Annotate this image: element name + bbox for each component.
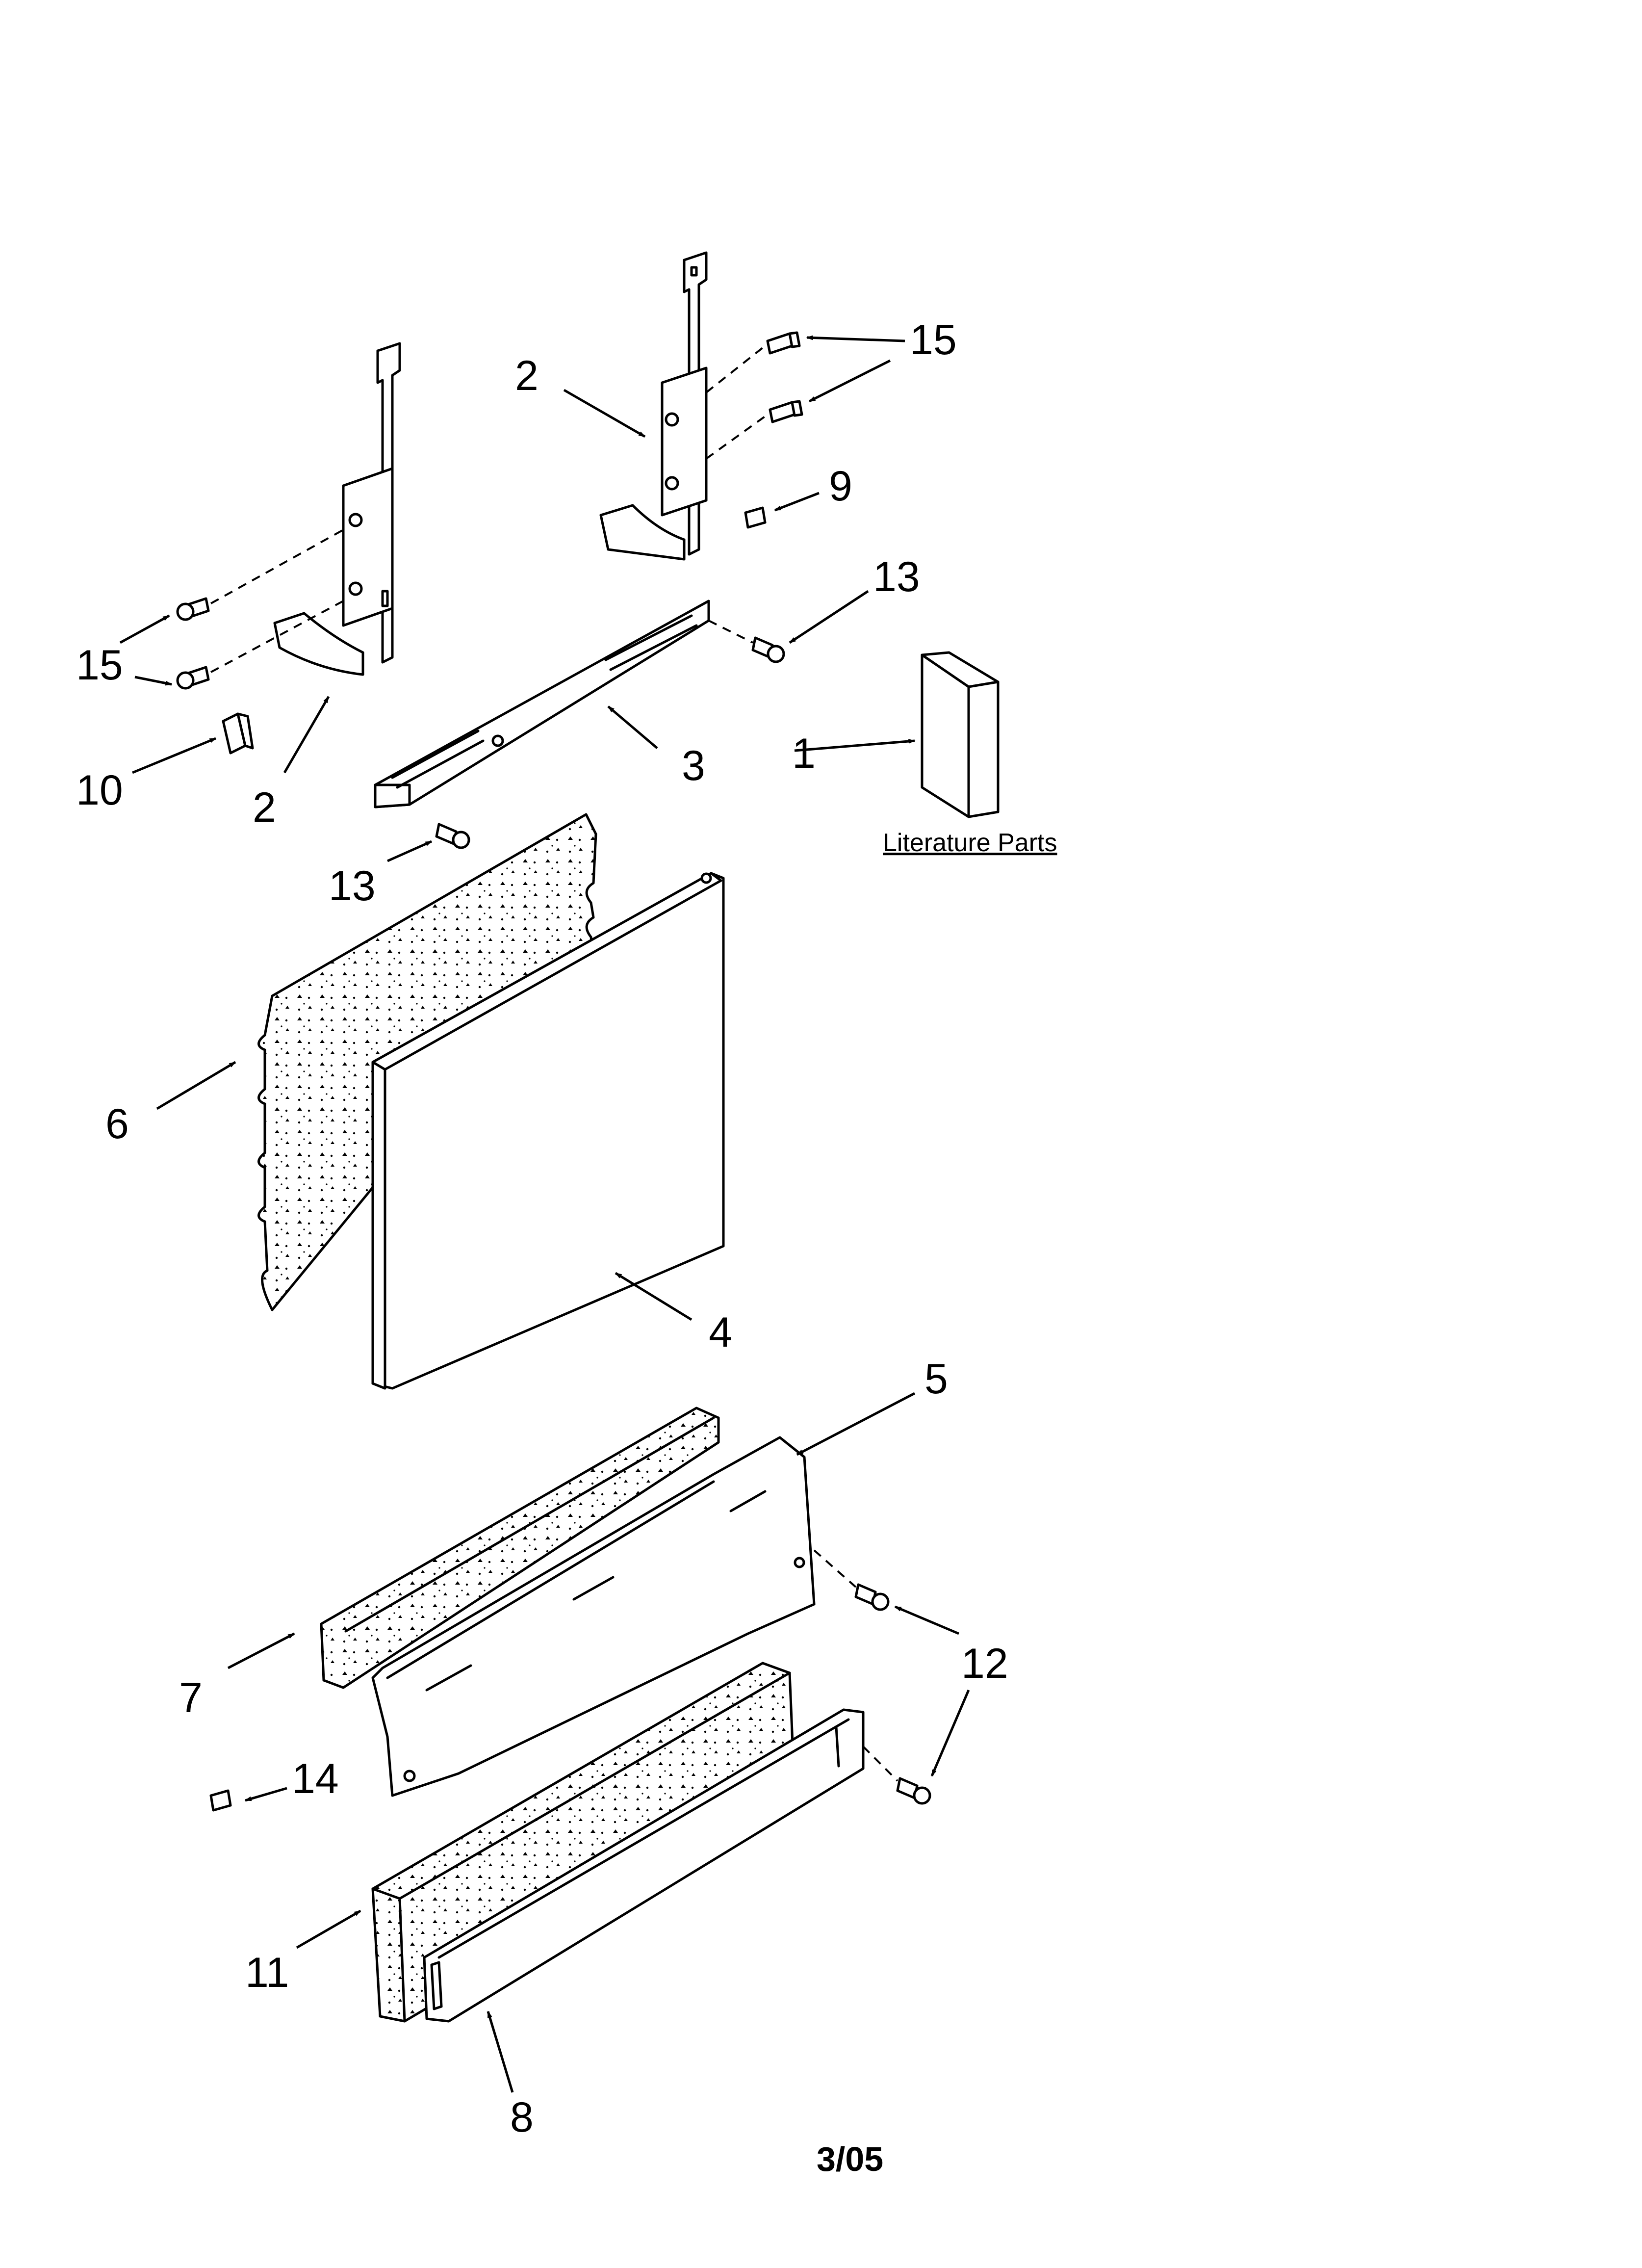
- callout-13-upper: 13: [873, 553, 920, 600]
- literature-booklet: [921, 651, 1000, 818]
- callout-9: 9: [829, 463, 852, 510]
- callout-6: 6: [105, 1100, 129, 1147]
- toe-kick-insulation-strip: [320, 1407, 720, 1689]
- toe-kick-panel: [423, 1708, 865, 2023]
- callout-3: 3: [682, 742, 705, 789]
- screw-15-left-lower: [176, 666, 210, 690]
- callout-numbers: 15 2 9 13 15 1 3 10 2 13 6 4 5 12 7 14 1…: [76, 316, 1008, 2141]
- clip-9: [744, 506, 767, 529]
- screw-15-left-upper: [176, 597, 210, 621]
- callout-5: 5: [924, 1356, 948, 1403]
- callout-15-upper: 15: [910, 316, 957, 364]
- screw-15-upper: [766, 331, 801, 355]
- leader-arrows: [119, 335, 970, 2093]
- callout-2-upper: 2: [515, 352, 539, 399]
- screw-13-left: [435, 823, 470, 849]
- callout-7: 7: [179, 1674, 203, 1721]
- callout-1: 1: [792, 730, 816, 777]
- callout-11: 11: [245, 1949, 289, 1996]
- hinge-bracket-right: [599, 251, 708, 561]
- callout-4: 4: [709, 1309, 732, 1356]
- callout-2-lower: 2: [253, 784, 276, 831]
- literature-parts-label: Literature Parts: [883, 829, 1057, 857]
- bumper-10: [222, 712, 254, 755]
- clip-14: [209, 1789, 232, 1812]
- callout-10: 10: [76, 767, 123, 814]
- hinge-bracket-left: [273, 342, 401, 676]
- screw-13-right: [751, 636, 785, 663]
- door-panel: [371, 872, 725, 1390]
- callout-15-left: 15: [76, 642, 123, 689]
- callout-14: 14: [292, 1755, 339, 1802]
- footer-date: 3/05: [817, 2140, 883, 2178]
- screw-12-lower: [896, 1777, 931, 1805]
- screw-15-lower: [769, 400, 803, 423]
- callout-12: 12: [961, 1640, 1008, 1687]
- toe-kick-bracket: [371, 1436, 816, 1797]
- mounting-rail: [374, 600, 710, 808]
- callout-8: 8: [510, 2094, 534, 2141]
- callout-13-lower: 13: [329, 862, 376, 910]
- assembly-lines: [210, 345, 898, 1782]
- screw-12-upper: [854, 1583, 890, 1611]
